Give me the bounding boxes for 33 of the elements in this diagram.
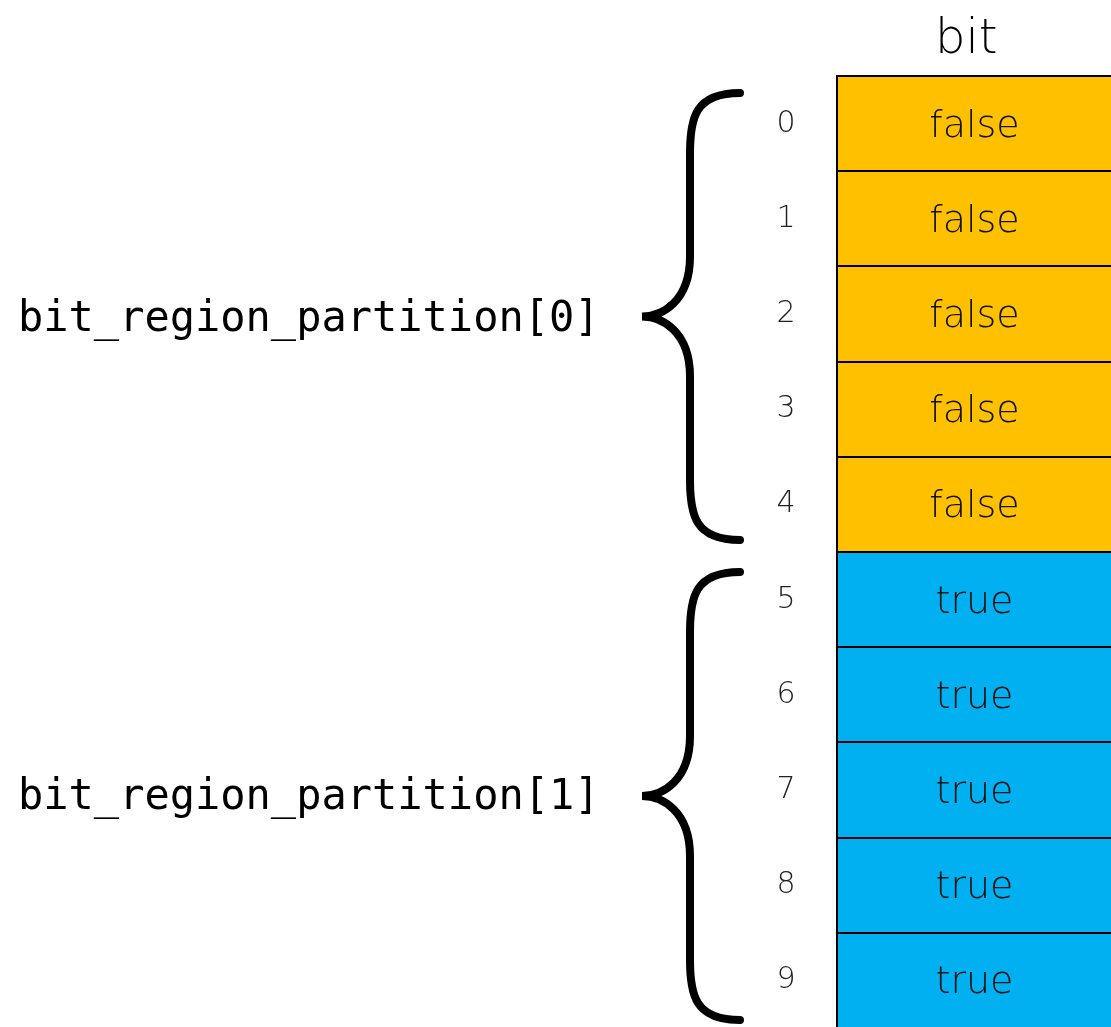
row-index: 1 [775, 198, 797, 234]
cell-value: false [929, 292, 1020, 336]
partition-label: bit_region_partition[0] [18, 292, 600, 341]
cell-value: false [929, 101, 1020, 146]
row-index: 6 [775, 674, 797, 710]
cell-value: true [935, 958, 1014, 1003]
row-index: 0 [775, 103, 797, 139]
table-cell [836, 360, 1111, 458]
row-index: 2 [775, 294, 797, 329]
cell-value: true [935, 863, 1014, 908]
cell-value: false [929, 482, 1020, 527]
row-index: 8 [775, 865, 797, 901]
table-cell [836, 741, 1111, 839]
table-cell [836, 455, 1111, 553]
row-index: 9 [775, 960, 797, 996]
cell-value: true [935, 768, 1014, 812]
row-index: 7 [775, 770, 797, 805]
table-cell [836, 75, 1111, 173]
row-index: 3 [775, 389, 797, 425]
cell-value: true [935, 672, 1014, 717]
table-cell [836, 551, 1111, 649]
cell-value: false [929, 387, 1020, 432]
table-cell [836, 836, 1111, 934]
column-header: bit [935, 8, 998, 64]
partition-label: bit_region_partition[1] [18, 770, 600, 819]
table-cell [836, 170, 1111, 268]
cell-value: false [929, 196, 1020, 241]
cell-value: true [935, 577, 1014, 622]
row-index: 5 [775, 579, 797, 615]
table-cell [836, 931, 1111, 1027]
table-cell [836, 646, 1111, 744]
row-index: 4 [775, 484, 797, 520]
table-cell [836, 265, 1111, 363]
